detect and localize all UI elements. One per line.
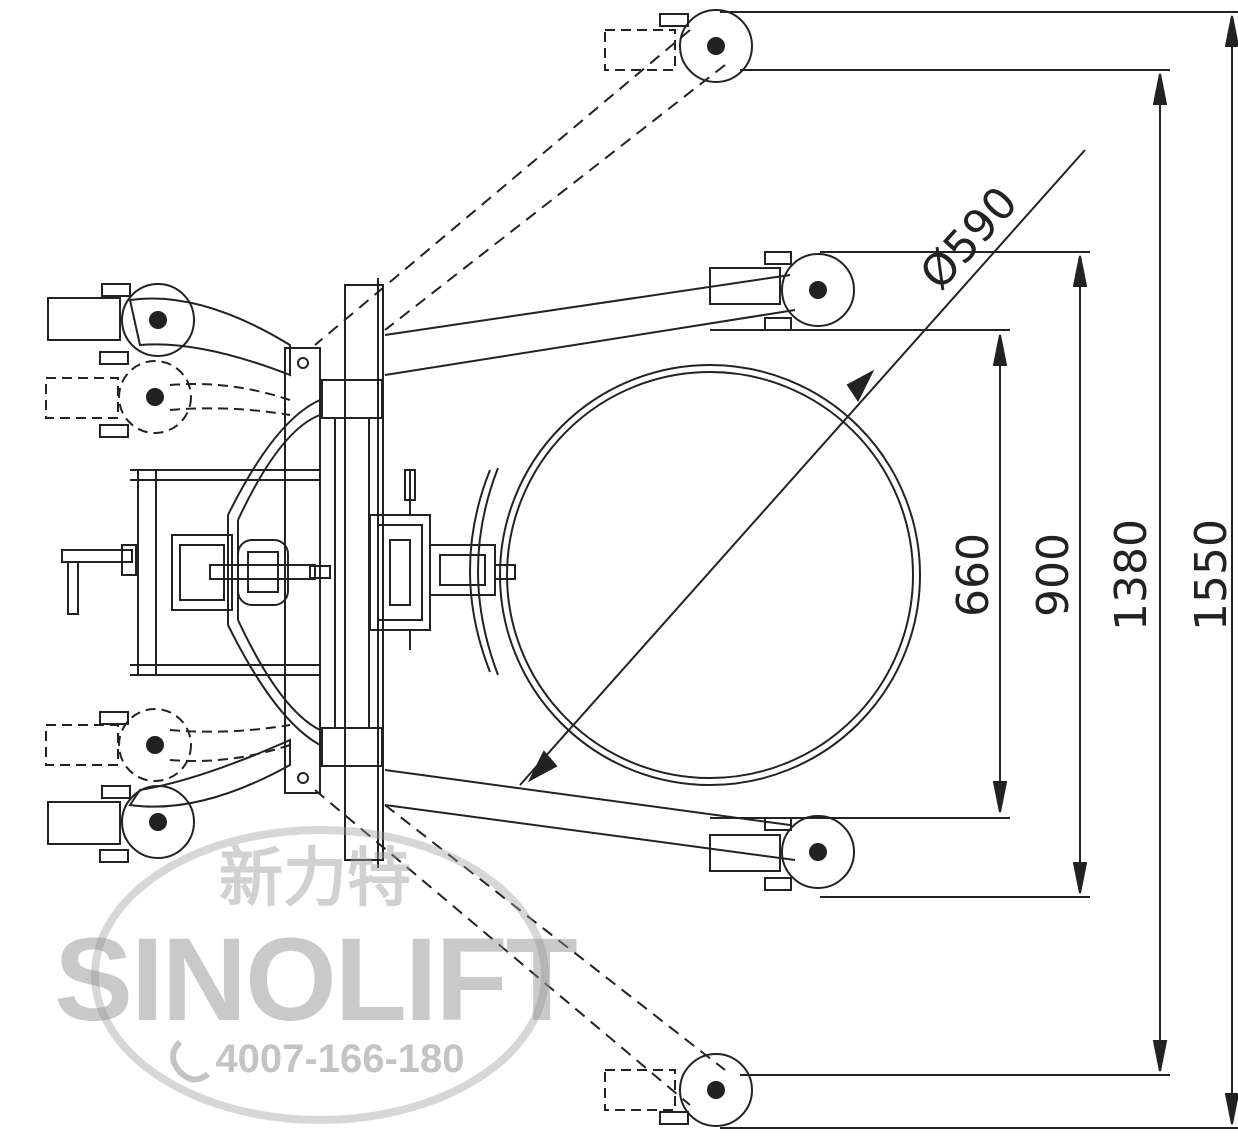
- watermark-brand: SINOLIFT: [54, 914, 576, 1046]
- watermark-phone: 4007-166-180: [215, 1037, 464, 1081]
- handle: [61, 544, 137, 615]
- upper-outer-leg-dashed: [314, 9, 753, 346]
- dim-1380: 1380: [1106, 519, 1157, 631]
- dim-drum-diameter-line: [519, 149, 1086, 786]
- watermark: 新力特 SINOLIFT 4007-166-180: [54, 826, 579, 1124]
- lower-right-leg: [384, 769, 855, 891]
- dim-900: 900: [1028, 533, 1079, 617]
- drum-outline: [499, 364, 921, 786]
- left-lower-caster-leg: [45, 708, 291, 863]
- dim-1550: 1550: [1186, 519, 1237, 631]
- phone-icon: [170, 1039, 210, 1083]
- chassis-frame: [130, 278, 384, 868]
- watermark-chinese-name: 新力特: [219, 842, 411, 916]
- dim-660: 660: [948, 533, 999, 617]
- upper-right-leg: [384, 251, 855, 376]
- hydraulic-pump: [171, 534, 331, 611]
- left-upper-caster-leg: [45, 283, 291, 438]
- drum-clamp: [369, 467, 516, 676]
- dim-lines: [710, 11, 1238, 1129]
